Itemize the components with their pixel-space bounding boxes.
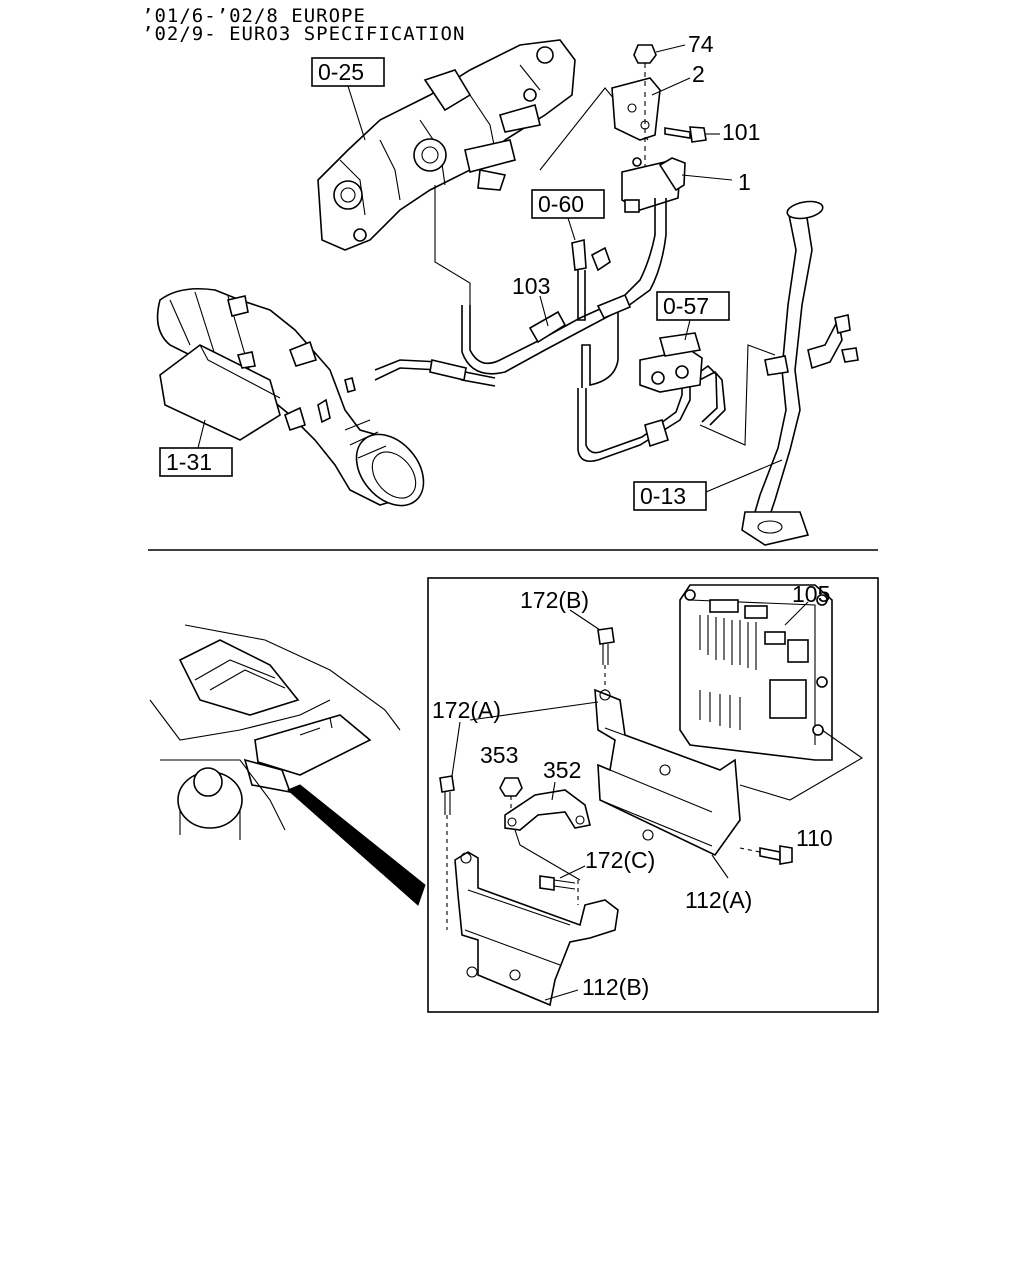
- label-353: 353: [480, 742, 518, 768]
- label-172c: 172(C): [585, 847, 655, 873]
- bracket-352: [504, 789, 591, 831]
- label-352: 352: [543, 757, 581, 783]
- label-2: 2: [692, 61, 705, 87]
- nut-353: [499, 777, 523, 815]
- label-103: 103: [512, 273, 550, 299]
- ref-0-13: 0-13: [640, 483, 686, 509]
- bracket-2: [611, 77, 661, 141]
- hose-connector: [571, 238, 611, 272]
- bolt-172b: [597, 627, 615, 690]
- ref-box-0-25[interactable]: [311, 57, 385, 87]
- bolt-172c: [539, 875, 579, 905]
- label-112a: 112(A): [685, 887, 752, 913]
- ref-box-0-60[interactable]: [531, 189, 605, 219]
- bolt-101: [664, 126, 707, 143]
- label-74: 74: [688, 31, 714, 57]
- ref-1-31: 1-31: [166, 449, 212, 475]
- ref-0-57: 0-57: [663, 293, 709, 319]
- ecu-105: [679, 584, 833, 761]
- header-line-1: ’01/6-’02/8 EUROPE: [142, 5, 366, 27]
- label-112b: 112(B): [582, 974, 649, 1000]
- ref-0-25: 0-25: [318, 59, 364, 85]
- bolt-172a: [439, 775, 455, 930]
- ref-0-60: 0-60: [538, 191, 584, 217]
- air-box-1-31: [159, 344, 281, 441]
- label-110: 110: [796, 825, 833, 851]
- label-101: 101: [722, 119, 760, 145]
- vehicle-location-view: [149, 624, 426, 906]
- bracket-112b: [454, 851, 619, 1007]
- ref-box-1-31[interactable]: [159, 447, 233, 477]
- label-105: 105: [792, 581, 830, 607]
- label-172b: 172(B): [520, 587, 589, 613]
- oil-gauge-tube: [741, 200, 859, 546]
- vacuum-hose-103: [374, 198, 667, 388]
- label-172a: 172(A): [432, 697, 501, 723]
- vacuum-solenoid-1: [621, 157, 686, 213]
- ecu-detail-frame: [427, 577, 879, 1013]
- label-1: 1: [738, 169, 751, 195]
- bracket-112a: [594, 688, 741, 857]
- ref-box-0-13[interactable]: [633, 481, 707, 511]
- header-line-2: ’02/9- EURO3 SPECIFICATION: [142, 23, 465, 45]
- intake-manifold: [317, 39, 576, 251]
- ref-box-0-57[interactable]: [656, 291, 730, 321]
- egr-control-valve: [639, 332, 703, 393]
- air-intake-duct: [156, 287, 425, 507]
- bolt-110: [739, 845, 793, 865]
- nut-74: [633, 44, 657, 170]
